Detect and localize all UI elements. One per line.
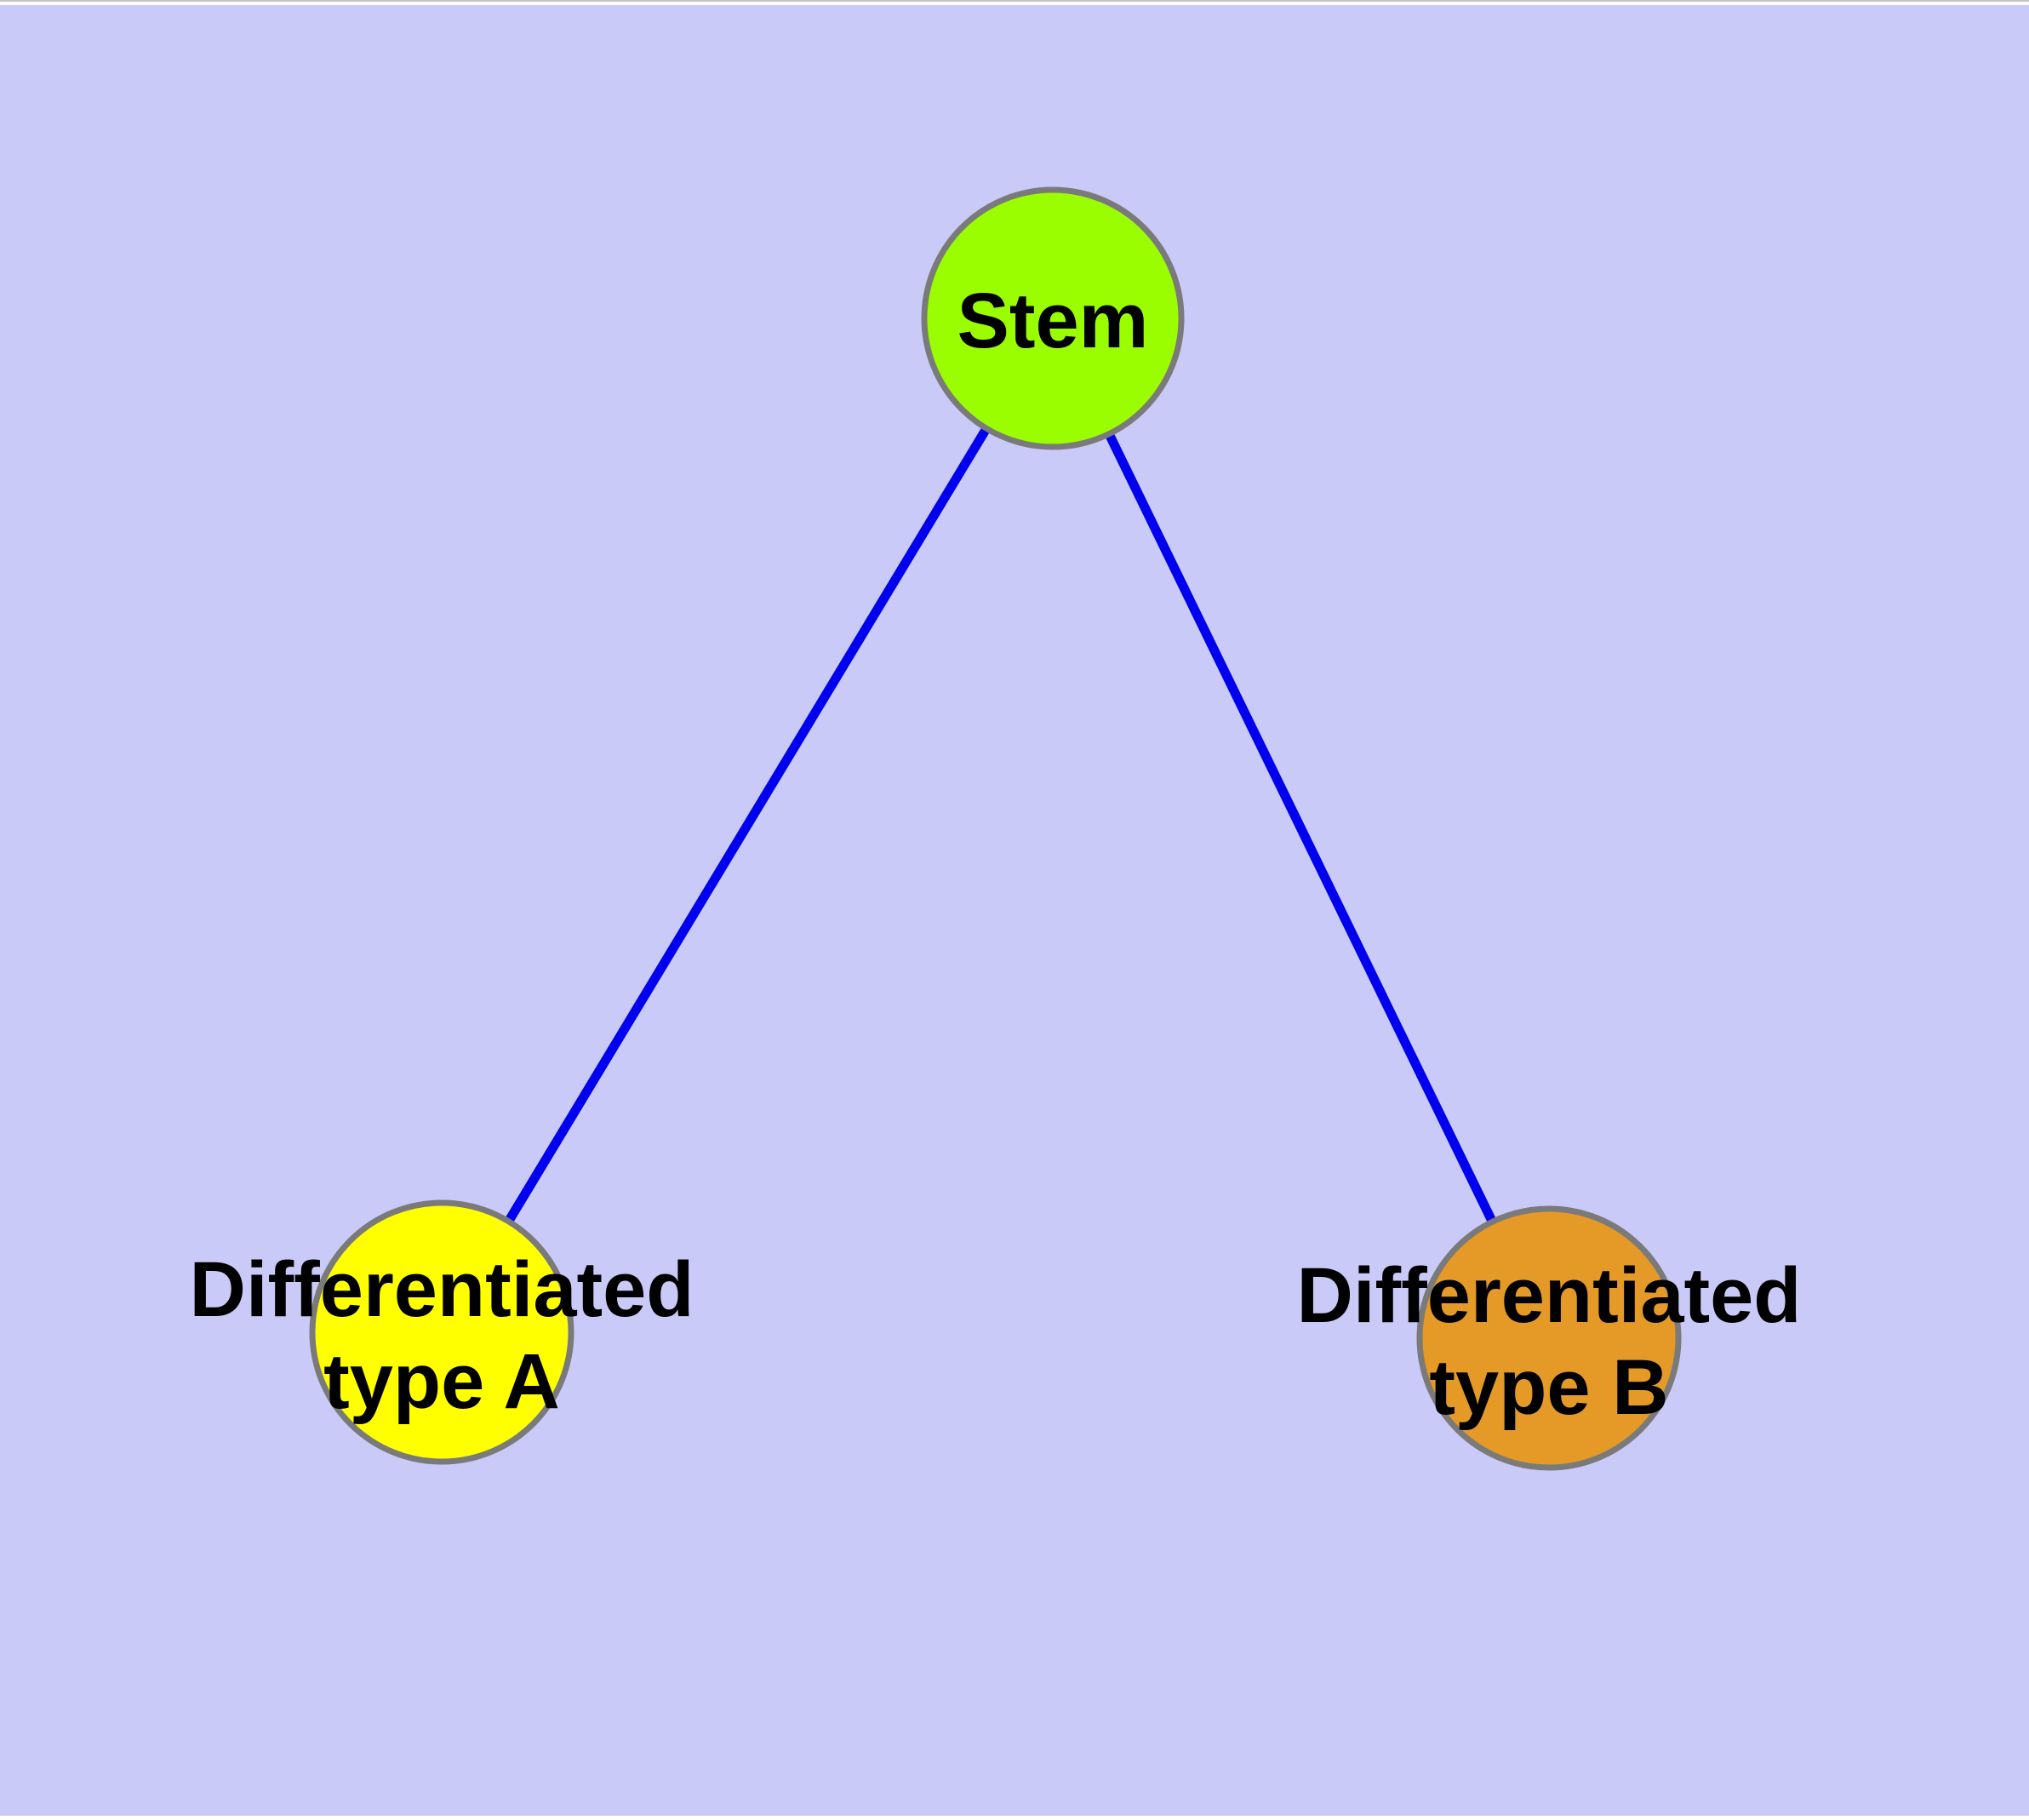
edge-stem-to-type-a [437,316,1057,1335]
node-type-b-label-line1: Differentiated [1297,1252,1802,1339]
node-stem [921,186,1185,450]
node-type-b-label-line2: type B [1429,1344,1668,1431]
edge-stem-to-type-b [1049,316,1553,1341]
node-differentiated-type-b [1416,1205,1682,1471]
node-stem-label: Stem [957,278,1149,364]
node-differentiated-type-a [309,1199,574,1465]
node-type-a-label-line1: Differentiated [190,1246,694,1333]
node-type-a-label-line2: type A [323,1338,560,1425]
top-hairline [0,0,2029,2]
